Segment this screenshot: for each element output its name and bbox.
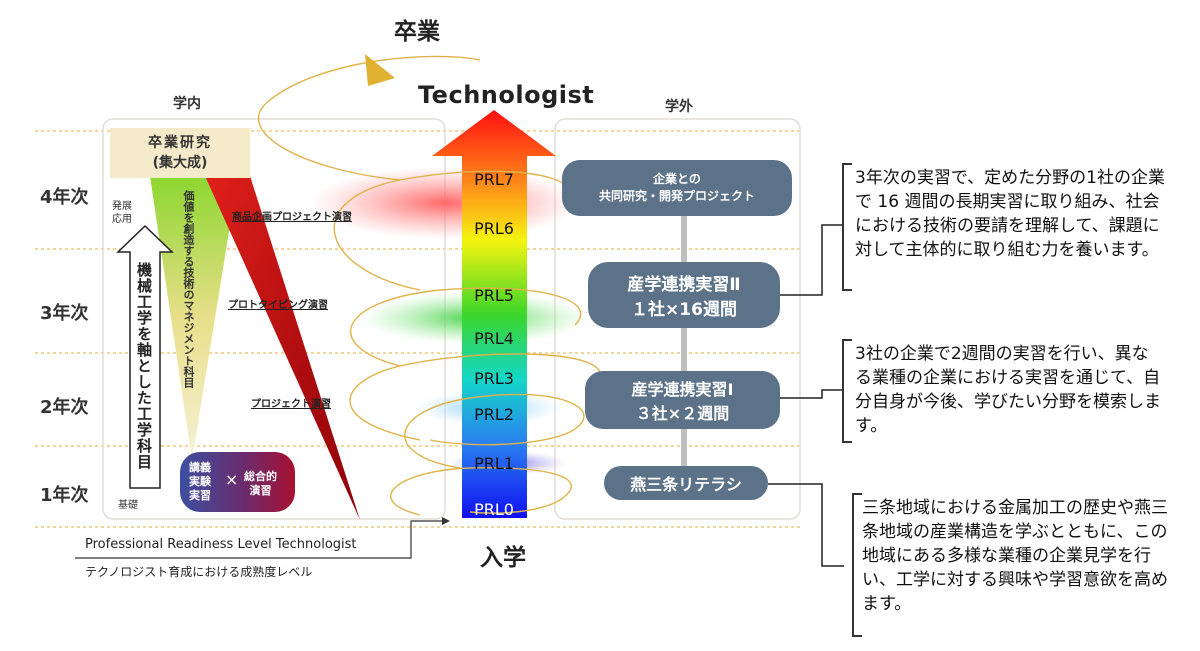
graduation-arrowhead (365, 54, 395, 86)
note-year1: 三条地域における金属加工の歴史や燕三条地域の産業構造を学ぶとともに、この地域にあ… (862, 498, 1168, 614)
internship-1-detail: ３社×２週間 (635, 404, 730, 423)
times-symbol: × (225, 470, 239, 489)
prl-label: PRL0 (474, 500, 514, 519)
admission-label: 入学 (480, 545, 526, 571)
technologist-label: Technologist (418, 81, 595, 109)
prl-label: PRL3 (474, 369, 514, 388)
prl-label: PRL6 (474, 219, 514, 238)
thesis-box: 卒業研究 (集大成) (110, 133, 250, 173)
management-subjects-text: 価値を創造する技術のマネジメント科目 (182, 190, 195, 388)
subject-product-planning: 商品企画プロジェクト演習 (232, 212, 352, 223)
thesis-box-bg (110, 128, 250, 178)
management-cone (150, 176, 238, 460)
inside-label: 学内 (173, 96, 201, 112)
basic-label: 基礎 (118, 500, 138, 511)
subject-prototyping: プロトタイピング演習 (228, 300, 328, 311)
note-year3: 3年次の実習で、定めた分野の1社の企業で 16 週間の長期実習に取り組み、社会に… (855, 168, 1165, 260)
legend-japanese: テクノロジスト育成における成熟度レベル (85, 565, 313, 579)
internship-1-title: 産学連携実習Ⅰ (631, 380, 734, 399)
thesis-subtitle: (集大成) (152, 155, 208, 171)
lecture-left-text: 講義 実験 実習 (189, 461, 211, 502)
basic-to-advanced-arrow (116, 224, 174, 489)
lecture-pill (180, 452, 295, 512)
red-glow (310, 167, 580, 239)
orbit-lines (257, 55, 601, 516)
red-wedge (205, 176, 360, 520)
prl-label: PRL5 (474, 286, 514, 305)
engineering-subjects-text: 機械工学を軸とした工学科目 (135, 262, 153, 470)
note-connectors (768, 224, 844, 567)
internship-2-box: 産学連携実習Ⅱ １社×16週間 (588, 262, 780, 328)
internship-1-box: 産学連携実習Ⅰ ３社×２週間 (585, 371, 780, 429)
prl-label: PRL7 (474, 170, 514, 189)
outside-label: 学外 (665, 99, 693, 115)
legend-english: Professional Readiness Level Technologis… (85, 537, 357, 552)
year-3-label: 3年次 (40, 303, 89, 324)
develop-label: 発展 応用 (112, 201, 132, 225)
year-1-label: 1年次 (40, 485, 89, 506)
legend-connector-head (442, 517, 450, 525)
year-2-label: 2年次 (40, 397, 89, 418)
note-bracket (842, 163, 852, 291)
thesis-title: 卒業研究 (148, 135, 212, 151)
prl-label: PRL2 (474, 405, 514, 424)
prl-label: PRL4 (474, 329, 514, 348)
note-bracket (842, 339, 852, 443)
legend-connector (75, 520, 442, 559)
joint-project-box: 企業との 共同研究・開発プロジェクト (562, 160, 792, 216)
internship-2-title: 産学連携実習Ⅱ (627, 275, 741, 295)
internship-2-detail: １社×16週間 (631, 300, 737, 320)
technologist-arrow (432, 110, 556, 518)
literacy-box: 燕三条リテラシ (604, 466, 768, 500)
graduation-label: 卒業 (394, 19, 440, 45)
note-year2: 3社の企業で2週間の実習を行い、異なる業種の企業における実習を通じて、自分自身が… (855, 344, 1161, 436)
year-4-label: 4年次 (40, 187, 89, 208)
subject-project: プロジェクト演習 (251, 399, 331, 410)
note-bracket (852, 493, 862, 637)
prl-label: PRL1 (474, 454, 514, 473)
lecture-right-text: 総合的 演習 (244, 470, 277, 497)
